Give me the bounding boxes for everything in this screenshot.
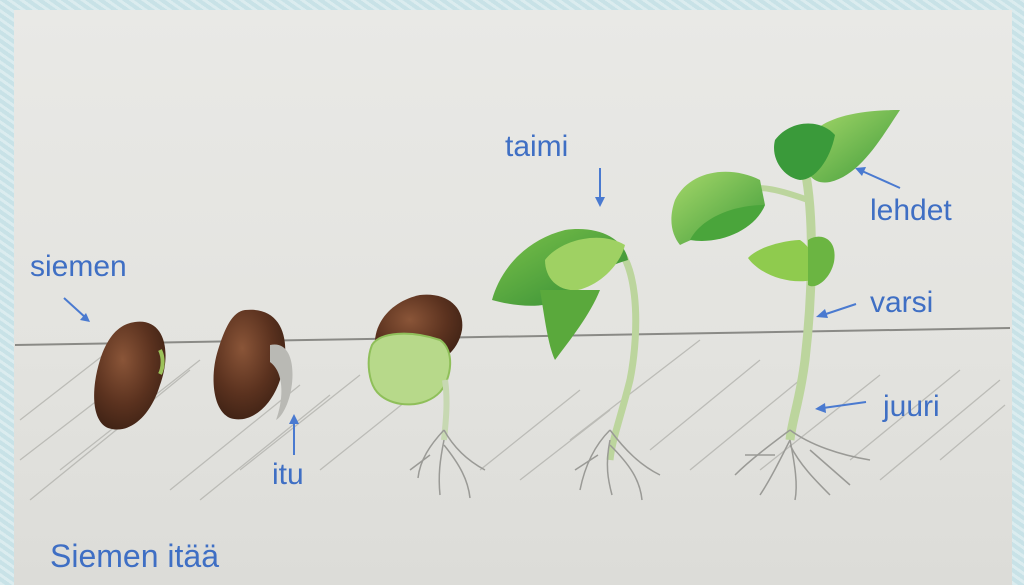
arrow-lehdet xyxy=(855,167,900,188)
arrow-siemen xyxy=(64,298,90,322)
label-seedling: taimi xyxy=(505,132,568,162)
label-stem: varsi xyxy=(870,288,933,318)
label-sprout: itu xyxy=(272,460,304,490)
label-leaves: lehdet xyxy=(870,196,952,226)
arrow-varsi xyxy=(816,304,856,318)
soil-line xyxy=(15,328,1010,345)
stage-seedling xyxy=(492,229,660,500)
label-root: juuri xyxy=(883,392,940,422)
arrow-juuri xyxy=(815,402,866,413)
arrow-taimi xyxy=(595,168,605,207)
soil-hatching xyxy=(20,340,1005,500)
label-seed: siemen xyxy=(30,252,127,282)
stage-sprout xyxy=(214,310,293,420)
arrow-itu xyxy=(289,414,299,455)
annotation-arrows xyxy=(64,167,900,455)
stage-germinating xyxy=(369,295,485,498)
stage-seed xyxy=(94,322,165,430)
stage-plant xyxy=(671,110,900,500)
diagram-caption: Siemen itää xyxy=(50,540,219,572)
